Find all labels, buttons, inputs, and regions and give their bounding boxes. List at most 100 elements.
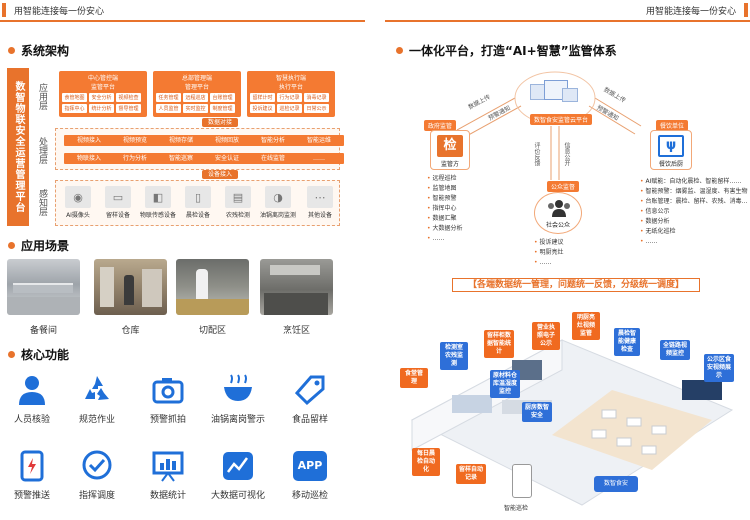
gov-node: 检 监管方 xyxy=(430,130,470,170)
platform-title: 数智食安监管云平台 xyxy=(530,114,593,125)
app-chip: 投诉建议 xyxy=(250,104,275,113)
app-chip: 统计分析 xyxy=(89,104,114,113)
scene-tag: 原材料仓库温湿度监控 xyxy=(490,370,520,398)
sampler-icon: ▭ xyxy=(105,186,131,208)
app-column-sub: 管理平台 xyxy=(184,84,209,91)
feature-label: 预警推送 xyxy=(13,491,50,501)
header-accent-bar xyxy=(2,3,6,17)
feature-label: 人员核验 xyxy=(13,415,50,425)
scene-tag: 留样自动记录 xyxy=(456,464,486,484)
slogan: 【各端数据统一管理，问题统一反馈，分级统一调度】 xyxy=(452,278,700,292)
scene-tag: 厨房数智安全 xyxy=(522,402,552,422)
public-list: 投诉建议 明厨亮灶 …… xyxy=(534,238,563,268)
feature-label: 大数据可视化 xyxy=(210,491,265,501)
camera-icon: ◉ xyxy=(65,186,91,208)
app-chip: 任务管理 xyxy=(156,93,181,102)
process-chip: 智能巡察 xyxy=(156,153,206,164)
app-chip: 督导管理 xyxy=(116,104,141,113)
gov-list: 远程巡检 监管地图 智能预警 指挥中心 数据汇聚 大数据分析 …… xyxy=(427,174,462,244)
morning-check-icon: ▯ xyxy=(185,186,211,208)
arrow-label: 信息公开 xyxy=(563,142,570,166)
bullet-dot-icon xyxy=(8,242,15,249)
smart-canteen-scene: 食堂管理 检测室农残监测 留样柜数据智能统计 原材料仓库温湿度监控 营业执照电子… xyxy=(392,300,747,515)
scene-tag: 每日晨检自动化 xyxy=(412,448,440,476)
scene-tag: 食堂管理 xyxy=(400,368,428,388)
layer-label-perception: 感知层 xyxy=(37,188,47,216)
list-item: 投诉建议 xyxy=(534,238,563,248)
feature-standard-ops: 规范作业 xyxy=(67,372,127,425)
feature-label: 指挥调度 xyxy=(78,491,115,501)
app-column-hq: 总部管理端 管理平台 任务管理 远程巡店 台账管理 人员监管 实时监控 制度管理 xyxy=(153,71,241,117)
app-icon-text: APP xyxy=(293,451,327,481)
oil-pan-icon: ◑ xyxy=(265,186,291,208)
architecture-diagram: 数智物联安全运营管理平台 应用层 处理层 感知层 中心管控端 监管平台 食管地图… xyxy=(7,68,344,226)
device-label: 其他设备 xyxy=(307,212,332,219)
app-chip: 视频检查 xyxy=(116,93,141,102)
canteen-title: 餐饮单位 xyxy=(656,120,689,131)
process-chip: …… xyxy=(294,153,344,164)
phone-caption: 智能巡检 xyxy=(504,505,529,512)
feature-alert-push: 预警推送 xyxy=(2,448,62,501)
gov-inspect-icon: 检 xyxy=(437,135,463,157)
device-morning-check: ▯晨检设备 xyxy=(178,186,218,219)
scene-tag: 晨检智能健康检查 xyxy=(614,328,640,356)
scene-tag: 公示区食安视频展示 xyxy=(704,354,734,382)
process-chip: 智能运维 xyxy=(294,135,344,146)
app-column-head: 总部管理端 xyxy=(181,75,212,82)
public-node: 社会公众 xyxy=(534,192,582,234)
person-icon xyxy=(14,372,50,408)
process-layer: 视频接入 视频预览 视频存储 视频回放 智能分析 智能运维 物联接入 行为分析 … xyxy=(55,128,344,170)
app-column-head: 智慧执行端 xyxy=(275,75,306,82)
feature-label: 预警抓拍 xyxy=(149,415,186,425)
app-chip: 留样计时 xyxy=(250,93,275,102)
feature-label: 数据统计 xyxy=(149,491,186,501)
header-accent-bar xyxy=(744,3,748,17)
scene-tag: 营业执照电子公示 xyxy=(532,322,560,350)
feature-visualization: 大数据可视化 xyxy=(208,448,268,501)
perception-layer: ◉AI摄像头 ▭留样设备 ◧物联传感设备 ▯晨检设备 ▤农残检测 ◑油锅离岗监测… xyxy=(55,180,340,226)
camera-icon xyxy=(150,372,186,408)
device-label: 油锅离岗监测 xyxy=(259,212,296,219)
section-monitor: 一体化平台，打造“AI+智慧”监管体系 xyxy=(396,42,617,59)
scene-photo-prep-room xyxy=(7,259,80,315)
process-chip: 视频预览 xyxy=(110,135,160,146)
scene-label: 烹饪区 xyxy=(282,326,310,336)
process-chip: 行为分析 xyxy=(110,153,160,164)
arrow-label: 评价反馈 xyxy=(533,142,540,166)
presentation-chart-icon xyxy=(150,448,186,484)
bullet-dot-icon xyxy=(8,47,15,54)
list-item: …… xyxy=(534,258,563,268)
phone-alert-icon xyxy=(14,448,50,484)
feature-oil-pan-warning: 油锅离岗警示 xyxy=(208,372,268,425)
canteen-list: AI赋能：自动化晨检、智能留样…… 智能预警：烟雾监、温湿度、有害生物…… 台账… xyxy=(640,177,748,247)
scene-photo-cutting-area xyxy=(176,259,249,315)
app-column-sub: 监管平台 xyxy=(90,84,115,91)
process-chip: 视频存储 xyxy=(156,135,206,146)
list-item: 无纸化巡检 xyxy=(640,227,748,237)
layer-label-process: 处理层 xyxy=(37,136,47,164)
app-icon: APP xyxy=(292,448,328,484)
feature-dispatch: 指挥调度 xyxy=(67,448,127,501)
list-item: …… xyxy=(427,234,462,244)
app-column-exec: 智慧执行端 执行平台 留样计时 行为记录 消毒记录 投诉建议 巡检记录 日常公示 xyxy=(247,71,335,117)
app-chip: 安全分析 xyxy=(89,93,114,102)
process-chip: 在线监管 xyxy=(248,153,298,164)
scene-tag: 留样柜数据智能统计 xyxy=(484,330,514,358)
right-page-header: 用智能连接每一份安心 xyxy=(385,0,750,22)
layer-label-app: 应用层 xyxy=(37,82,47,110)
scene-label: 切配区 xyxy=(198,326,226,336)
canteen-kitchen-icon: ψ xyxy=(658,135,684,157)
feature-label: 油锅离岗警示 xyxy=(210,415,265,425)
list-item: 指挥中心 xyxy=(427,204,462,214)
check-bubble-icon xyxy=(79,448,115,484)
device-sampler: ▭ 留样设备 xyxy=(98,186,138,219)
device-label: 留样设备 xyxy=(105,212,130,219)
list-item: 台账管理：晨检、留样、农残、消毒…… xyxy=(640,197,748,207)
scene-label: 备餐间 xyxy=(29,326,57,336)
sensor-icon: ◧ xyxy=(145,186,171,208)
right-header-text: 用智能连接每一份安心 xyxy=(645,7,736,17)
gov-title: 政府监管 xyxy=(424,120,457,131)
list-item: 信息公示 xyxy=(640,207,748,217)
feature-label: 规范作业 xyxy=(78,415,115,425)
list-item: 数据分析 xyxy=(640,217,748,227)
